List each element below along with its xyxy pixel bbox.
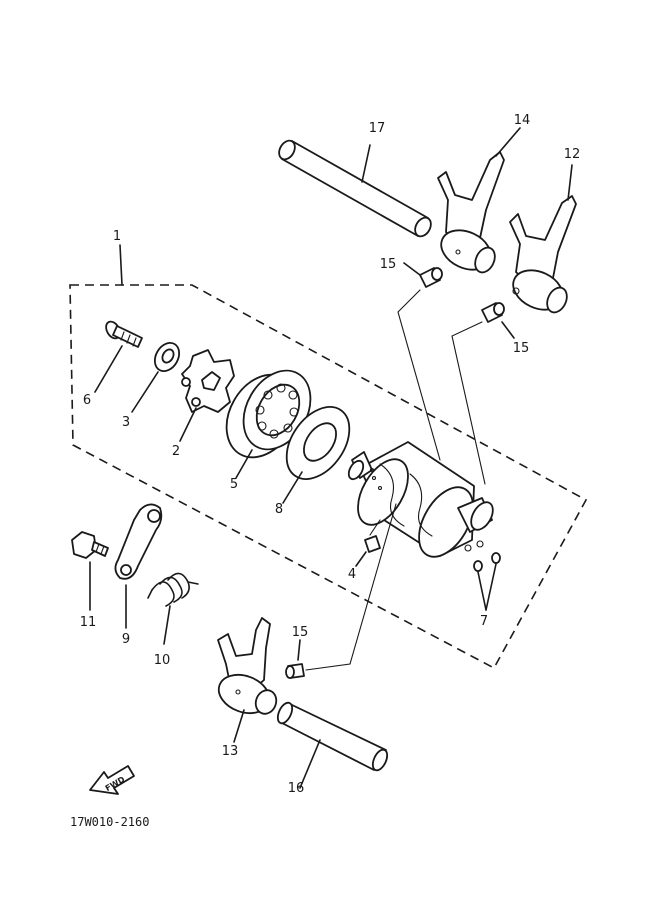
bolt-11 xyxy=(71,531,109,611)
shift-fork-12 xyxy=(509,164,577,314)
callout-8: 8 xyxy=(275,502,283,517)
guide-pin-15-upper-right xyxy=(481,302,515,339)
shift-drum xyxy=(347,441,494,558)
screw-6 xyxy=(94,320,143,393)
guide-pin-15-lower xyxy=(285,503,397,679)
torsion-spring-10 xyxy=(147,572,199,645)
callout-16: 16 xyxy=(288,781,305,796)
shift-fork-13 xyxy=(217,617,278,743)
shim-washer-8 xyxy=(282,406,351,504)
segment-plate-2 xyxy=(179,349,235,442)
callout-9: 9 xyxy=(122,632,130,647)
callout-10: 10 xyxy=(154,653,171,668)
callout-6: 6 xyxy=(83,393,91,408)
callout-1: 1 xyxy=(113,229,121,244)
shift-fork-14 xyxy=(437,127,521,274)
callout-13: 13 xyxy=(222,744,239,759)
stopper-lever-9 xyxy=(114,503,163,629)
callout-15-upper-left: 15 xyxy=(380,257,397,272)
forward-arrow-icon: FWD xyxy=(89,765,135,795)
callout-14: 14 xyxy=(514,113,531,128)
diagram-code: 17W010-2160 xyxy=(70,815,149,829)
callout-5: 5 xyxy=(230,477,238,492)
assembly-boundary xyxy=(69,284,588,670)
callout-2: 2 xyxy=(172,444,180,459)
guide-bar-17 xyxy=(278,139,432,238)
guide-bar-16 xyxy=(276,701,389,789)
pins-7 xyxy=(464,540,501,611)
callout-4: 4 xyxy=(348,567,356,582)
callout-7: 7 xyxy=(480,614,488,629)
callout-15-lower: 15 xyxy=(292,625,309,640)
callout-15-upper-right: 15 xyxy=(513,341,530,356)
guide-pin-15-upper-left xyxy=(403,262,443,288)
dowel-pin-4 xyxy=(355,519,381,567)
callout-3: 3 xyxy=(122,415,130,430)
pin-path-upper-left xyxy=(397,289,441,461)
leader-1 xyxy=(119,244,123,286)
washer-3 xyxy=(131,341,181,413)
callout-12: 12 xyxy=(564,147,581,162)
callout-17: 17 xyxy=(369,121,386,136)
callout-11: 11 xyxy=(80,615,97,630)
bearing-5 xyxy=(225,369,312,479)
pin-path-upper-right xyxy=(451,321,486,485)
